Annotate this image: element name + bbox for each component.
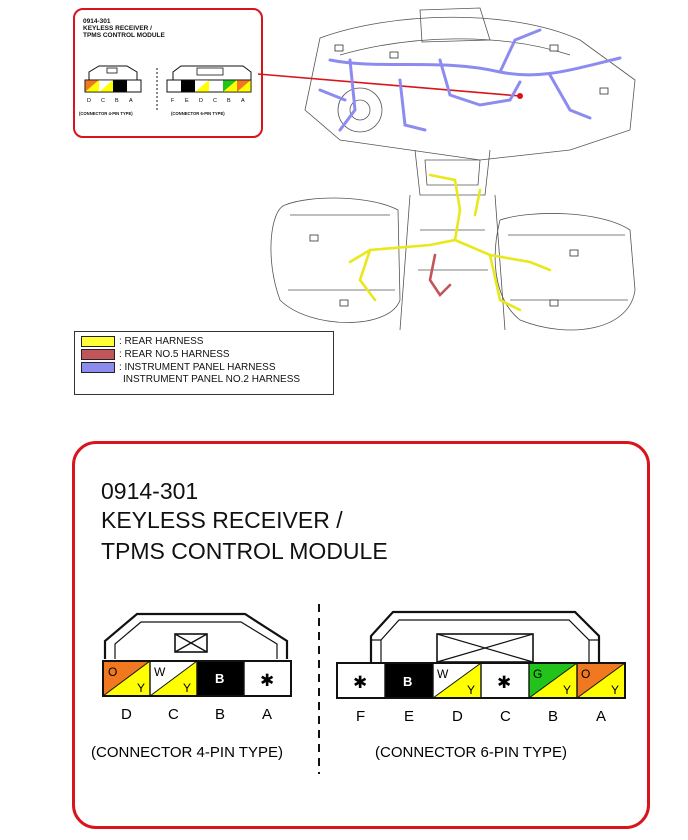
pin-6-C-code1: ✱ [497,673,511,692]
pin-4-C-code1: W [154,665,166,679]
pin-4-C [149,660,198,697]
pin-4-A-letter: A [262,706,272,723]
pin-6-A [576,662,626,699]
pin-6-F-code1: ✱ [353,673,367,692]
caption-4pin: (CONNECTOR 4-PIN TYPE) [91,744,283,761]
pin-6-D-letter: D [452,708,463,725]
rear-no5-harness-swatch [81,349,115,360]
module-title-line1: KEYLESS RECEIVER / [101,507,343,533]
pin-6-C [481,663,529,698]
svg-text:B: B [227,98,231,104]
svg-text:F: F [171,98,175,104]
pin-6-B-code2: Y [563,683,571,697]
module-title-line2: TPMS CONTROL MODULE [101,538,388,564]
small-module-code: 0914-301 [83,18,111,25]
svg-text:A: A [129,98,133,104]
pin-6-D [432,662,482,699]
legend-label-instrument-panel-no2: INSTRUMENT PANEL NO.2 HARNESS [123,373,301,385]
svg-text:C: C [101,98,105,104]
module-callout-small: 0914-301 KEYLESS RECEIVER / TPMS CONTROL… [73,8,263,138]
svg-text:A: A [241,98,245,104]
connector-6pin [336,610,626,699]
pin-4-D-code2: Y [137,681,145,695]
svg-text:D: D [199,98,203,104]
legend-item-instrument-panel-no2: INSTRUMENT PANEL NO.2 HARNESS [123,374,300,385]
pin-6-A-letter: A [596,708,606,725]
svg-text:E: E [185,98,189,104]
pin-6-E-letter: E [404,708,414,725]
module-callout-large: 0914-301 KEYLESS RECEIVER / TPMS CONTROL… [72,441,650,829]
connectors-drawing: O Y W Y B ✱ D C B A [91,604,626,774]
pin-6-B-code1: G [533,667,542,681]
pin-4-D-code1: O [108,665,117,679]
svg-text:C: C [213,98,217,104]
pin-6-A-code2: Y [611,683,619,697]
svg-text:D: D [87,98,91,104]
pin-4-C-letter: C [168,706,179,723]
pin-6-F-letter: F [356,708,365,725]
pin-6-F [337,663,385,698]
small-connector-4pin [84,65,142,93]
small-module-title-line2: TPMS CONTROL MODULE [83,32,165,39]
harness-legend: : REAR HARNESS : REAR NO.5 HARNESS : INS… [74,331,334,395]
small-caption-4pin: (CONNECTOR 4-PIN TYPE) [79,111,133,116]
leader-line [257,73,523,99]
vehicle-harness-drawing [270,7,636,331]
instrument-panel-harness-swatch [81,362,115,373]
rear-harness-swatch [81,336,115,347]
pin-6-A-code1: O [581,667,590,681]
legend-label-rear: : REAR HARNESS [119,335,204,347]
module-code: 0914-301 [101,478,199,504]
pin-4-A [244,661,291,696]
svg-text:B: B [115,98,119,104]
small-caption-6pin: (CONNECTOR 6-PIN TYPE) [171,111,225,116]
pin-6-E [385,663,433,698]
pin-4-C-code2: Y [183,681,191,695]
pin-4-D-letter: D [121,706,132,723]
pin-6-C-letter: C [500,708,511,725]
legend-item-instrument-panel: : INSTRUMENT PANEL HARNESS [81,362,276,373]
connector-4pin [102,612,292,697]
small-module-title-line1: KEYLESS RECEIVER / [83,25,152,32]
pin-4-B [197,661,244,696]
pin-4-B-letter: B [215,706,225,723]
legend-item-rear-no5: : REAR NO.5 HARNESS [81,349,230,360]
pin-6-D-code2: Y [467,683,475,697]
pin-6-B [528,662,578,699]
pin-4-B-code1: B [215,671,224,686]
pin-6-D-code1: W [437,667,449,681]
pin-6-E-code1: B [403,674,412,689]
pin-4-D [102,660,151,697]
caption-6pin: (CONNECTOR 6-PIN TYPE) [375,744,567,761]
pin-6-B-letter: B [548,708,558,725]
small-connector-6pin [166,65,252,93]
legend-item-rear: : REAR HARNESS [81,336,203,347]
pin-4-A-code1: ✱ [260,671,274,690]
legend-label-rear-no5: : REAR NO.5 HARNESS [119,348,230,360]
legend-label-instrument-panel: : INSTRUMENT PANEL HARNESS [119,361,276,373]
